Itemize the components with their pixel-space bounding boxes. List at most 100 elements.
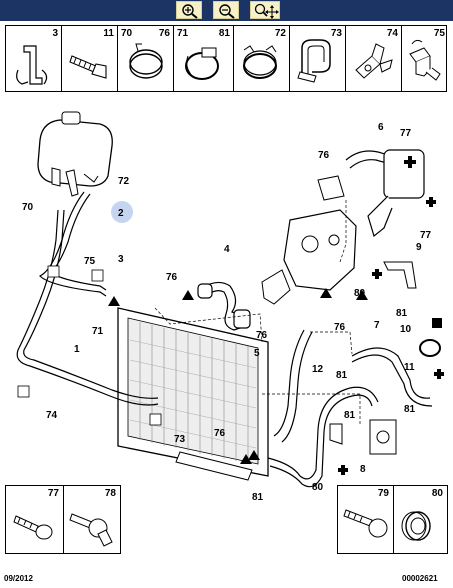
callout-11: 11 xyxy=(404,362,415,373)
callout-12: 12 xyxy=(312,364,324,375)
oil-cooler xyxy=(329,419,397,455)
zoom-in-button[interactable] xyxy=(176,1,202,19)
hose-1 xyxy=(16,209,159,406)
part-number: 80 xyxy=(431,488,443,499)
hose-4 xyxy=(197,281,251,331)
part-number: 70 xyxy=(121,28,133,39)
callout-79b: 80 xyxy=(312,482,324,493)
part-cell-73[interactable]: 73 xyxy=(290,26,346,91)
screw-icon xyxy=(13,515,53,540)
hose-5 xyxy=(273,329,313,443)
hose-6 xyxy=(345,149,425,238)
clamp-10 xyxy=(419,339,441,357)
part-cell-72[interactable]: 72 xyxy=(234,26,290,91)
callout-76e: 76 xyxy=(214,428,226,439)
part-number: 75 xyxy=(433,28,445,39)
callout-79: 80 xyxy=(354,288,366,299)
marker-black-square xyxy=(432,318,442,328)
bolt-washer-icon xyxy=(69,513,113,547)
callout-4: 4 xyxy=(224,244,230,255)
parts-box-79-80: 79 80 xyxy=(337,485,448,554)
callout-7: 7 xyxy=(374,320,380,331)
callout-1: 1 xyxy=(74,344,80,355)
part-number: 74 xyxy=(386,28,398,39)
thermostat-housing xyxy=(261,175,357,305)
expansion-tank xyxy=(37,111,113,197)
part-number: 76 xyxy=(158,28,170,39)
zoom-out-icon xyxy=(219,4,235,19)
callout-76d: 76 xyxy=(334,322,346,333)
callout-72: 72 xyxy=(118,176,130,187)
callout-81d: 81 xyxy=(252,492,264,503)
radiator xyxy=(117,307,269,481)
zoom-out-button[interactable] xyxy=(213,1,239,19)
part-number: 81 xyxy=(218,28,230,39)
callout-74: 74 xyxy=(46,410,58,421)
clip-holder-icon xyxy=(355,43,393,79)
spring-clamp-icon xyxy=(243,45,277,79)
seal-ring-icon xyxy=(401,511,431,541)
callout-3: 3 xyxy=(118,254,124,265)
highlight-circle xyxy=(111,201,133,223)
part-number: 78 xyxy=(104,488,116,499)
callout-77b: 77 xyxy=(420,230,432,241)
hose-clamp-icon xyxy=(129,43,163,79)
callout-8: 8 xyxy=(360,464,366,475)
part-cell-80[interactable]: 80 xyxy=(394,486,447,553)
callout-76: 76 xyxy=(318,150,330,161)
leader-lines xyxy=(154,200,361,424)
callout-6: 6 xyxy=(378,122,384,133)
callout-81b: 81 xyxy=(344,410,356,421)
worm-clamp-icon xyxy=(185,47,219,80)
part-cell-77[interactable]: 77 xyxy=(6,486,64,553)
clip-bracket-icon xyxy=(16,45,48,85)
part-number: 3 xyxy=(52,28,58,39)
callout-71: 71 xyxy=(92,326,104,337)
callout-10: 10 xyxy=(400,324,412,335)
marker-squares xyxy=(17,265,162,426)
hose-7 xyxy=(351,347,433,407)
marker-plus xyxy=(338,156,444,475)
callout-5: 5 xyxy=(254,348,260,359)
part-cell-74[interactable]: 74 xyxy=(346,26,402,91)
part-number: 79 xyxy=(377,488,389,499)
bracket-9 xyxy=(383,261,417,289)
part-number: 71 xyxy=(177,28,189,39)
clip-double-icon xyxy=(409,39,441,81)
zoom-pan-button[interactable] xyxy=(250,1,280,19)
toolbar xyxy=(0,0,453,21)
part-number: 73 xyxy=(330,28,342,39)
callout-77: 77 xyxy=(400,128,412,139)
callout-76c: 76 xyxy=(256,330,268,341)
callout-81c: 81 xyxy=(404,404,416,415)
part-cell-11[interactable]: 11 xyxy=(62,26,118,91)
part-cell-3[interactable]: 3 xyxy=(6,26,62,91)
callout-2: 2 xyxy=(118,208,124,219)
footer-code: 00002621 xyxy=(402,574,438,583)
callout-76b: 76 xyxy=(166,272,178,283)
hose-clip-icon xyxy=(297,39,331,83)
callout-9: 9 xyxy=(416,242,422,253)
callout-81: 81 xyxy=(336,370,348,381)
marker-triangles xyxy=(108,288,368,464)
part-cell-78[interactable]: 78 xyxy=(64,486,120,553)
part-number: 72 xyxy=(274,28,286,39)
screw-long-icon xyxy=(343,509,388,538)
part-cell-70-76[interactable]: 70 76 xyxy=(118,26,174,91)
parts-box-77-78: 77 78 xyxy=(5,485,121,554)
hose-12 xyxy=(267,386,379,488)
part-cell-79[interactable]: 79 xyxy=(338,486,394,553)
callout-80: 81 xyxy=(396,308,408,319)
zoom-in-icon xyxy=(182,4,198,19)
zoom-pan-icon xyxy=(254,3,279,19)
part-cell-75[interactable]: 75 xyxy=(402,26,448,91)
part-number: 77 xyxy=(47,488,59,499)
callout-75: 75 xyxy=(84,256,96,267)
footer-date: 09/2012 xyxy=(4,574,33,583)
part-number: 11 xyxy=(103,28,114,39)
callout-73: 73 xyxy=(174,434,186,445)
parts-legend-row: 3 11 70 76 71 81 72 xyxy=(5,25,447,92)
part-cell-71-81[interactable]: 71 81 xyxy=(174,26,234,91)
callout-70: 70 xyxy=(22,202,34,213)
